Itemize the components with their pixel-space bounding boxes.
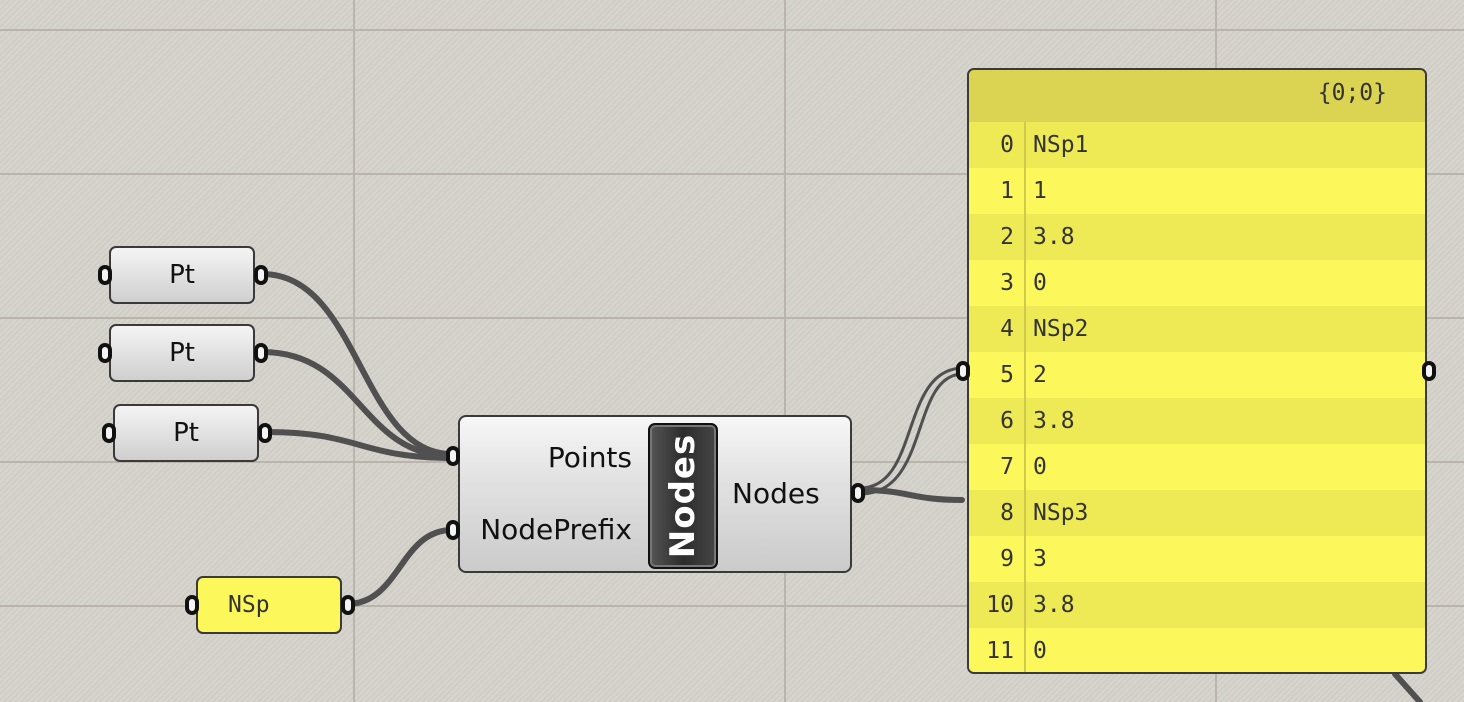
panel-header: {0;0} <box>969 70 1425 122</box>
grid-line-horizontal <box>0 173 1464 175</box>
grid-line-vertical <box>784 0 786 702</box>
row-value: 3.8 <box>1033 224 1075 250</box>
grid-line-horizontal <box>0 605 1464 607</box>
panel-row: 4 NSp2 <box>969 306 1425 352</box>
prefix-panel-output-grip[interactable] <box>341 595 355 615</box>
row-index: 2 <box>1000 224 1014 250</box>
wire-nodes-to-panel <box>857 487 965 503</box>
row-value: 0 <box>1033 270 1047 296</box>
point-param[interactable]: Pt <box>109 246 255 304</box>
wire-nodes-to-panel-input-b <box>858 372 964 496</box>
panel-input-grip[interactable] <box>956 361 970 381</box>
points-input-grip[interactable] <box>446 446 460 466</box>
row-value: 1 <box>1033 178 1047 204</box>
row-value: NSp2 <box>1033 316 1089 342</box>
row-index: 5 <box>1000 362 1014 388</box>
prefix-panel-value: NSp <box>228 592 270 618</box>
panel-row: 0 NSp1 <box>969 122 1425 168</box>
row-index: 11 <box>986 638 1014 664</box>
point-param-input-grip[interactable] <box>98 265 112 285</box>
point-param[interactable]: Pt <box>113 404 259 462</box>
point-param-input-grip[interactable] <box>98 343 112 363</box>
point-param-label: Pt <box>169 338 195 368</box>
row-index: 8 <box>1000 500 1014 526</box>
wire-nodes-to-panel-input-a <box>858 366 964 490</box>
point-param-label: Pt <box>173 418 199 448</box>
point-param-output-grip[interactable] <box>258 423 272 443</box>
nodes-component[interactable]: Points NodePrefix Nodes Nodes <box>458 415 852 573</box>
prefix-panel[interactable]: NSp <box>196 576 342 634</box>
wire-pt2-to-points <box>259 349 455 459</box>
panel-row: 11 0 <box>969 628 1425 672</box>
row-value: 2 <box>1033 362 1047 388</box>
row-value: 0 <box>1033 638 1047 664</box>
row-value: 3 <box>1033 546 1047 572</box>
point-param-output-grip[interactable] <box>254 343 268 363</box>
wire-prefix-to-nodeprefix <box>344 527 455 607</box>
output-label-nodes: Nodes <box>732 477 820 510</box>
prefix-panel-input-grip[interactable] <box>185 595 199 615</box>
component-name-tag: Nodes <box>648 423 718 569</box>
row-index: 3 <box>1000 270 1014 296</box>
data-path: {0;0} <box>1317 80 1387 106</box>
component-name: Nodes <box>663 433 704 559</box>
row-value: 3.8 <box>1033 592 1075 618</box>
point-param[interactable]: Pt <box>109 324 255 382</box>
row-index: 6 <box>1000 408 1014 434</box>
point-param-output-grip[interactable] <box>254 265 268 285</box>
index-divider <box>1024 70 1026 672</box>
nodeprefix-input-grip[interactable] <box>446 520 460 540</box>
point-param-input-grip[interactable] <box>102 423 116 443</box>
row-value: 3.8 <box>1033 408 1075 434</box>
grid-line-horizontal <box>0 29 1464 31</box>
row-index: 1 <box>1000 178 1014 204</box>
row-value: NSp3 <box>1033 500 1089 526</box>
row-index: 9 <box>1000 546 1014 572</box>
point-param-label: Pt <box>169 260 195 290</box>
wire-panel-out <box>1392 671 1423 702</box>
input-label-nodeprefix: NodePrefix <box>480 513 632 546</box>
panel-output-grip[interactable] <box>1422 361 1436 381</box>
grid-line-horizontal <box>0 317 1464 319</box>
panel-row: 8 NSp3 <box>969 490 1425 536</box>
input-label-points: Points <box>547 441 632 474</box>
row-index: 10 <box>986 592 1014 618</box>
row-value: NSp1 <box>1033 132 1089 158</box>
wire-pt1-to-points <box>259 271 455 457</box>
row-index: 0 <box>1000 132 1014 158</box>
row-value: 0 <box>1033 454 1047 480</box>
wire-pt3-to-points <box>263 429 455 461</box>
row-index: 7 <box>1000 454 1014 480</box>
nodes-output-grip[interactable] <box>851 483 865 503</box>
row-index: 4 <box>1000 316 1014 342</box>
